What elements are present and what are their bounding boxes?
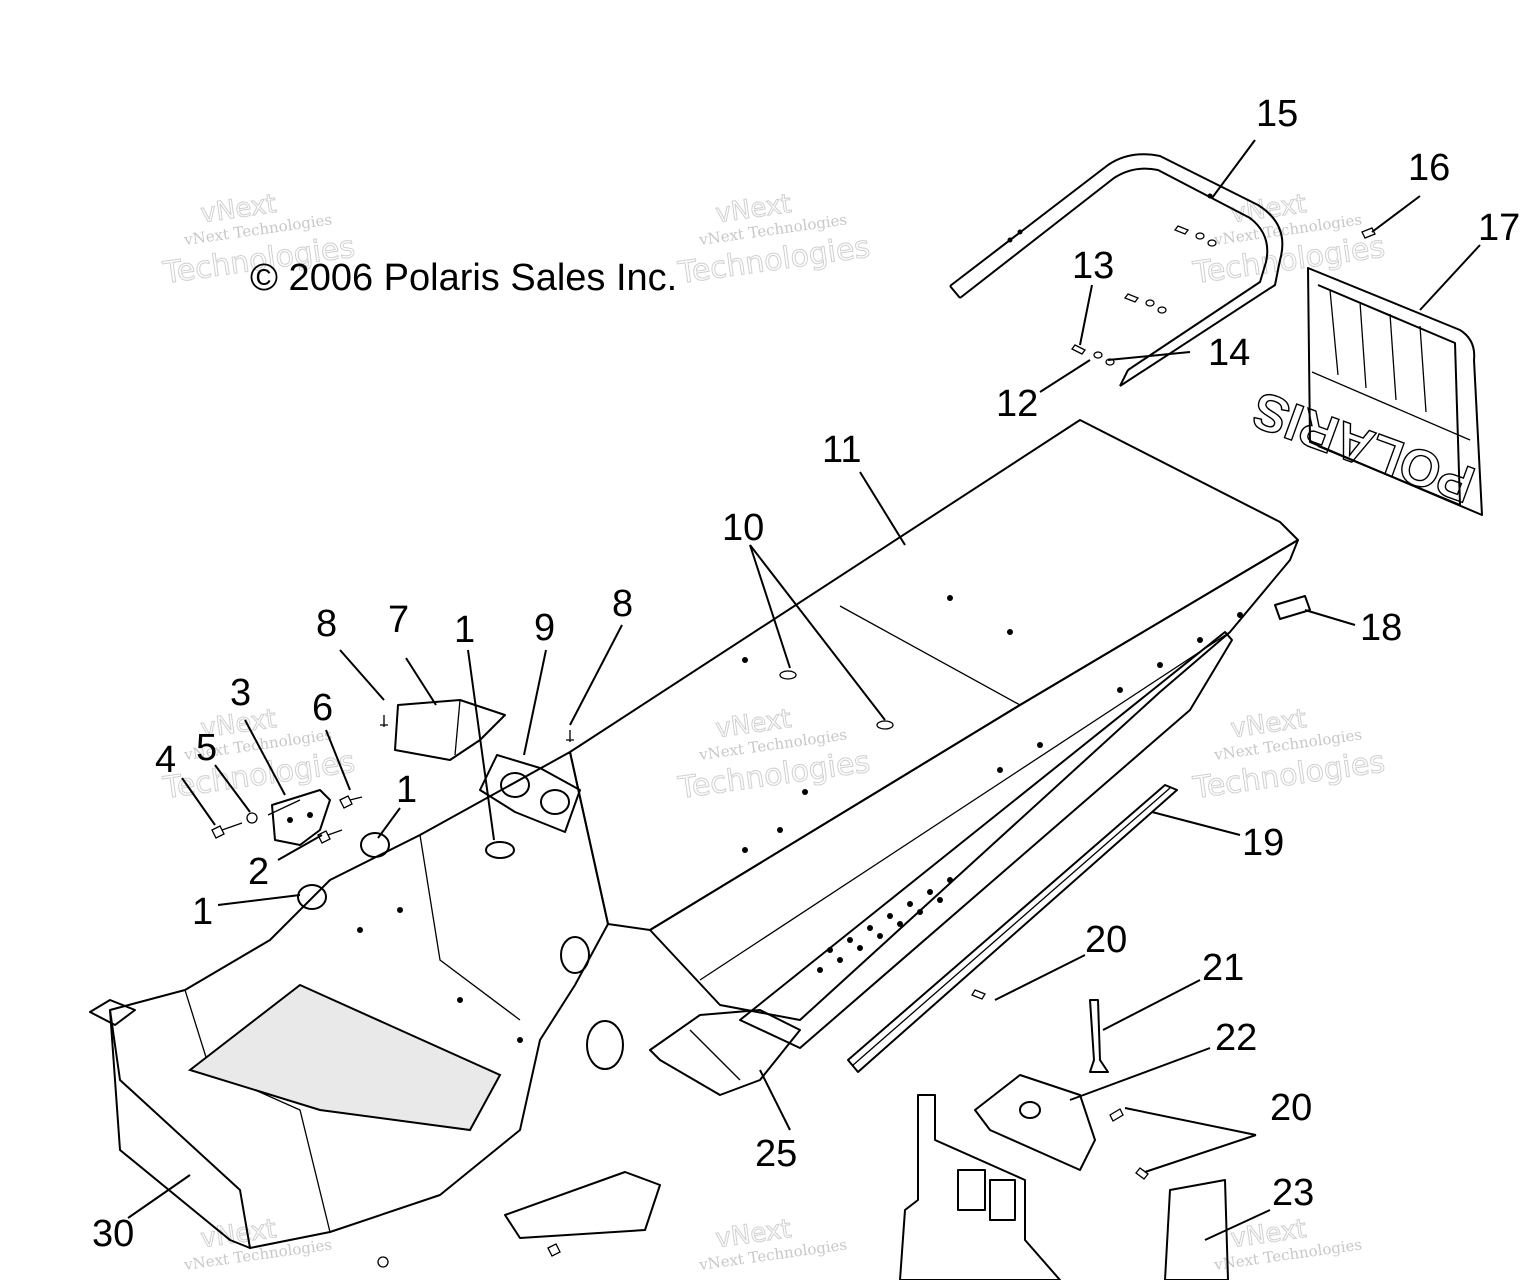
- callout-10: 10: [722, 507, 764, 549]
- callout-30: 30: [92, 1213, 134, 1255]
- callout-13: 13: [1072, 245, 1114, 287]
- screw-part-8: [566, 730, 574, 742]
- screw-part-16: [1361, 227, 1376, 239]
- callout-14: 14: [1208, 332, 1250, 374]
- callout-6: 6: [312, 687, 333, 729]
- grommet-part-1: [485, 841, 515, 859]
- watermark: vNext Technologies vNext Technologies: [675, 704, 873, 807]
- callout-18: 18: [1360, 607, 1402, 649]
- callout-20b: 20: [1270, 1087, 1312, 1129]
- callout-9: 9: [534, 607, 555, 649]
- screw-part-8: [380, 715, 388, 727]
- watermark: vNext Technologies vNext Technologies: [1190, 189, 1388, 292]
- callout-25: 25: [755, 1133, 797, 1175]
- fastener: [547, 1243, 561, 1257]
- callout-19: 19: [1242, 822, 1284, 864]
- copyright-notice: © 2006 Polaris Sales Inc.: [250, 257, 677, 299]
- callout-11: 11: [822, 429, 861, 471]
- cover-panel: [504, 1171, 661, 1239]
- callout-4: 4: [155, 739, 176, 781]
- hole-pattern: [357, 595, 1243, 1043]
- watermark: vNext Technologies vNext Technologies: [1190, 704, 1388, 807]
- decal-part-18: [1274, 595, 1311, 620]
- callout-3: 3: [230, 672, 251, 714]
- callout-8b: 8: [612, 583, 633, 625]
- bracket-part-3: [267, 789, 331, 846]
- watermark: vNext Technologies vNext: [697, 1214, 848, 1275]
- bracket-part-22: [974, 1074, 1096, 1171]
- trim-strip-part-19: [847, 784, 1178, 1073]
- bulkhead-lower: [899, 1094, 1061, 1280]
- leader-lines: [127, 139, 1481, 1241]
- bracket-part-9: [479, 754, 581, 833]
- snow-flap-part-17: POLARIS: [1244, 267, 1483, 516]
- callout-20a: 20: [1085, 919, 1127, 961]
- watermark: vNext Technologies vNext: [1212, 1214, 1363, 1275]
- grab-bar-part-15: [949, 153, 1284, 387]
- callout-21: 21: [1202, 947, 1244, 989]
- watermark: vNext Technologies vNext Technologies: [675, 189, 873, 292]
- callout-16: 16: [1408, 147, 1450, 189]
- bracket-part-7: [394, 699, 506, 761]
- chassis-tunnel-part-11: [89, 419, 1299, 1249]
- grommet-part-1: [360, 832, 390, 858]
- callout-1c: 1: [192, 891, 213, 933]
- fastener: [377, 1256, 389, 1268]
- callout-7: 7: [388, 599, 409, 641]
- callout-2: 2: [248, 851, 269, 893]
- callout-5: 5: [196, 727, 217, 769]
- callout-23: 23: [1272, 1172, 1314, 1214]
- bolts-part-2-4-5-6: [211, 795, 363, 844]
- spring-part-21: [1089, 999, 1109, 1073]
- grommet-part-1: [297, 884, 327, 910]
- callouts: 15 16 17 13 14 12 11 10 18 19 20 21 22 2…: [92, 93, 1520, 1255]
- callout-22: 22: [1215, 1017, 1257, 1059]
- callout-8a: 8: [316, 603, 337, 645]
- plate-part-23: [1164, 1179, 1229, 1280]
- callout-12: 12: [996, 383, 1038, 425]
- callout-1b: 1: [396, 769, 417, 811]
- flap-decal-text: POLARIS: [1245, 380, 1482, 514]
- callout-17: 17: [1478, 207, 1520, 249]
- callout-1a: 1: [454, 609, 475, 651]
- bracket-part-25: [649, 1009, 801, 1096]
- rivets-part-20: [971, 989, 1149, 1180]
- callout-15: 15: [1256, 93, 1298, 135]
